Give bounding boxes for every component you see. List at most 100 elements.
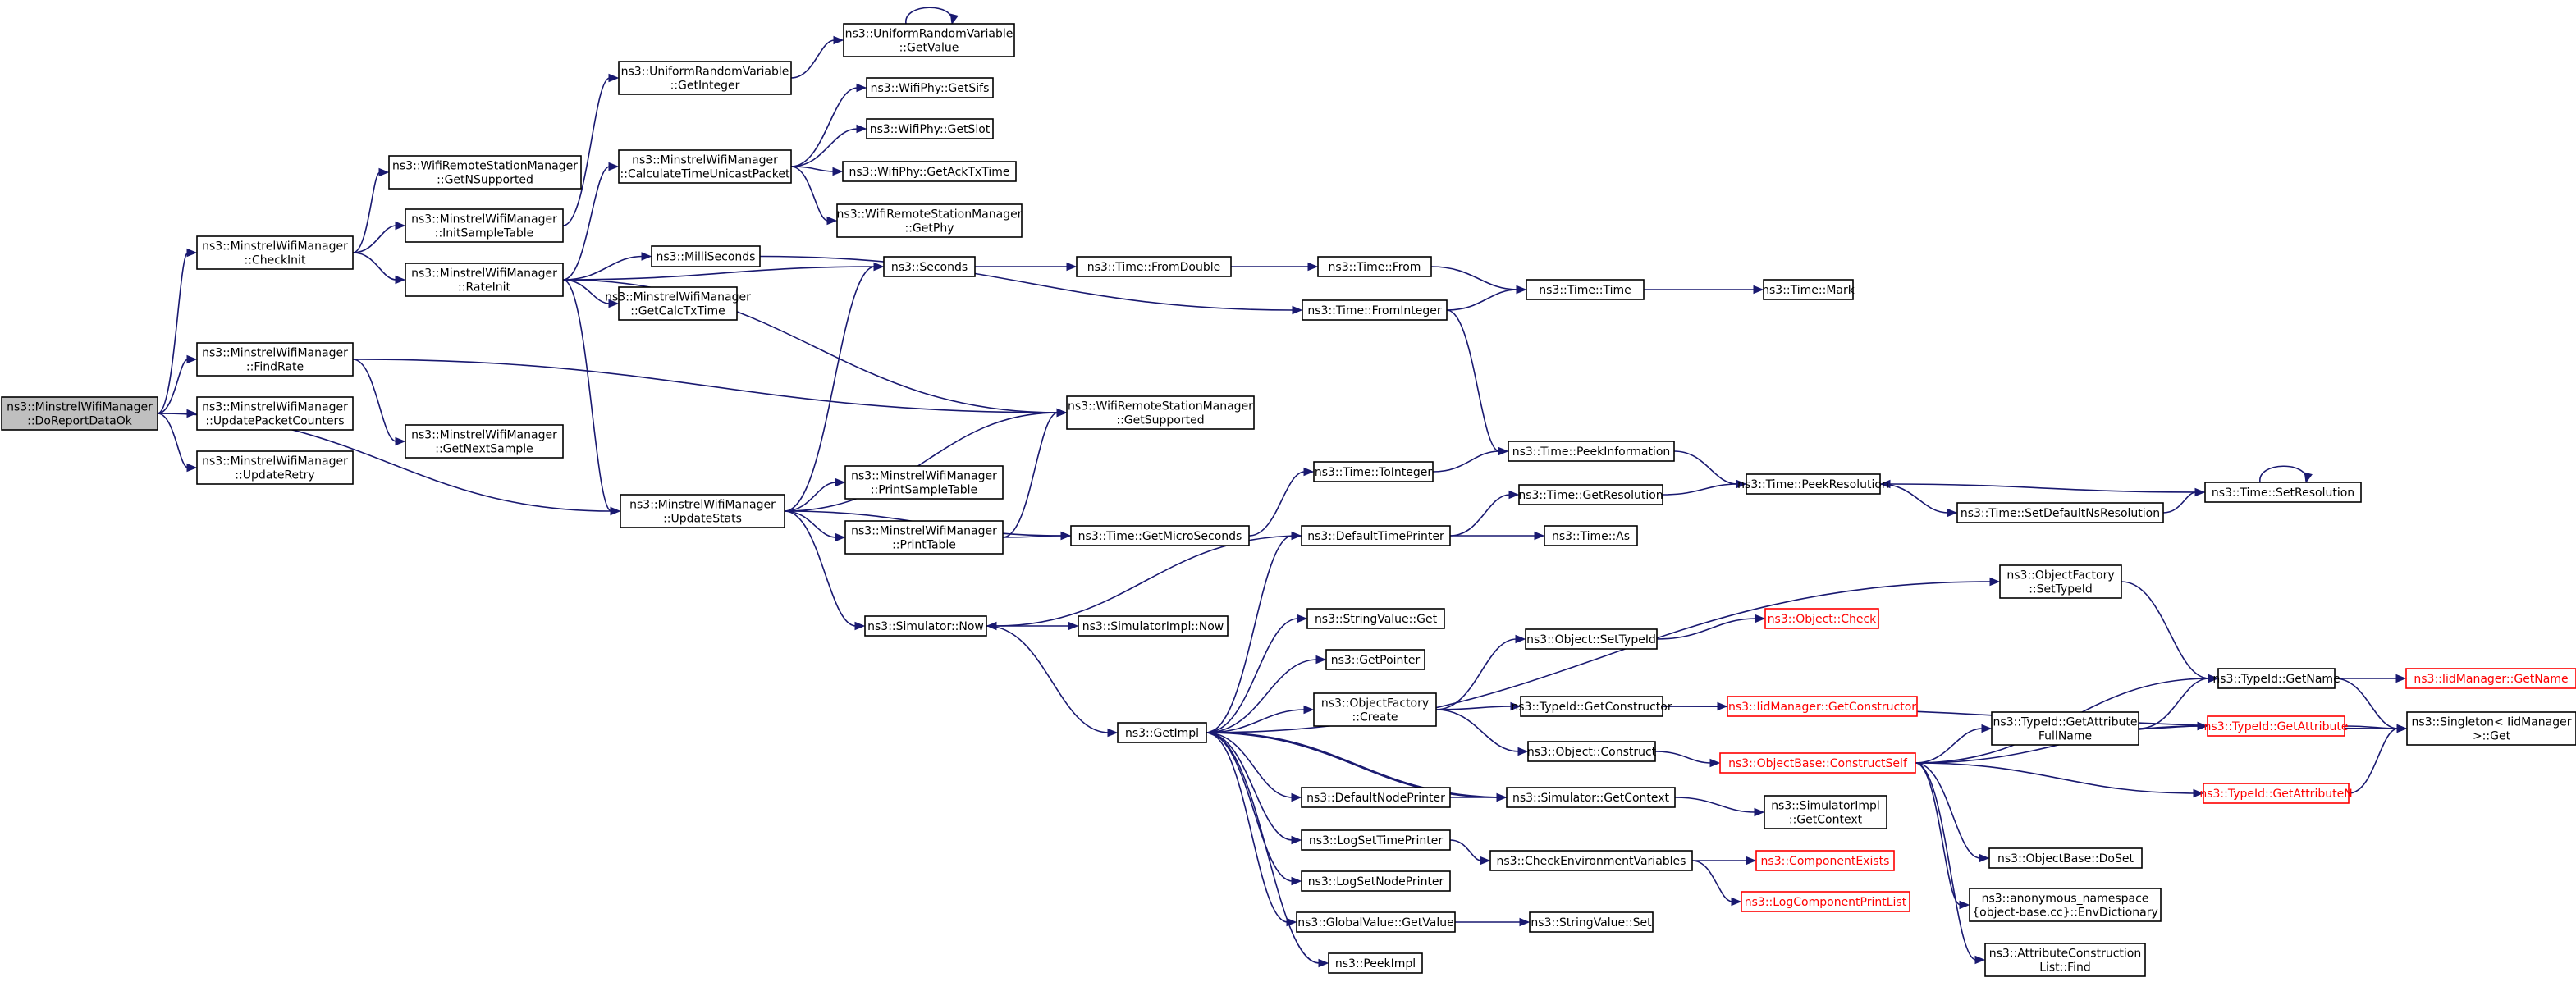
node-as[interactable]: ns3::Time::As [1544,525,1638,546]
node-box [1117,722,1207,743]
node-rateinit[interactable]: ns3::MinstrelWifiManager::RateInit [405,263,564,297]
node-label: ns3::Time::FromDouble [1087,261,1221,274]
node-getphy[interactable]: ns3::WifiRemoteStationManager::GetPhy [836,203,1023,238]
edge-deftimeprint-to-getres [1449,490,1520,537]
node-getslot[interactable]: ns3::WifiPhy::GetSlot [866,118,994,139]
node-from[interactable]: ns3::Time::From [1317,256,1432,277]
node-findrate[interactable]: ns3::MinstrelWifiManager::FindRate [196,342,354,377]
edge-ofcreate-to-tidgetctor [1435,701,1521,711]
node-simimplnow[interactable]: ns3::SimulatorImpl::Now [1078,615,1229,637]
node-seconds[interactable]: ns3::Seconds [883,256,976,277]
node-objconstruct[interactable]: ns3::Object::Construct [1527,741,1657,762]
node-label: ns3::WifiRemoteStationManager [837,208,1023,222]
node-checkenv[interactable]: ns3::CheckEnvironmentVariables [1489,850,1693,871]
node-peekres[interactable]: ns3::Time::PeekResolution [1737,473,1889,495]
node-strvalget[interactable]: ns3::StringValue::Get [1306,608,1445,629]
node-getacktx[interactable]: ns3::WifiPhy::GetAckTxTime [842,161,1017,182]
node-simimplctx[interactable]: ns3::SimulatorImpl::GetContext [1764,795,1887,829]
node-singleton[interactable]: ns3::Singleton< IidManager >::Get [2406,711,2576,746]
node-updstats[interactable]: ns3::MinstrelWifiManager::UpdateStats [620,494,785,528]
node-ofcreate[interactable]: ns3::ObjectFactory::Create [1313,692,1437,727]
edge-seconds-to-fromdouble [974,262,1078,272]
node-root[interactable]: ns3::MinstrelWifiManager::DoReportDataOk [1,396,158,431]
node-urvgetval[interactable]: ns3::UniformRandomVariable::GetValue [843,23,1015,57]
node-millisec[interactable]: ns3::MilliSeconds [651,245,761,267]
node-fromdouble[interactable]: ns3::Time::FromDouble [1076,256,1232,277]
node-tidgetattrn[interactable]: ns3::TypeId::GetAttributeN [2199,783,2353,804]
node-box [2406,711,2576,746]
node-getsup[interactable]: ns3::WifiRemoteStationManager::GetSuppor… [1066,395,1255,430]
node-setdefres[interactable]: ns3::Time::SetDefaultNsResolution [1956,502,2164,523]
node-iidgetctor[interactable]: ns3::IidManager::GetConstructor [1727,696,1918,717]
node-label: ns3::MinstrelWifiManager [605,291,751,304]
node-compexists[interactable]: ns3::ComponentExists [1755,850,1895,871]
node-getimpl[interactable]: ns3::GetImpl [1117,722,1207,743]
node-anonenv[interactable]: ns3::anonymous_namespace{object-base.cc}… [1969,888,2162,922]
node-peekinfo[interactable]: ns3::Time::PeekInformation [1508,441,1675,462]
edge-getimpl-to-defnodeprint [1206,732,1302,802]
node-setres[interactable]: ns3::Time::SetResolution [2204,482,2362,503]
node-strvalset[interactable]: ns3::StringValue::Set [1529,911,1654,933]
node-objcheck[interactable]: ns3::Object::Check [1764,608,1879,629]
edge-checkenv-to-compexists [1692,856,1757,866]
node-printsample[interactable]: ns3::MinstrelWifiManager::PrintSampleTab… [844,465,1004,500]
node-obdoset[interactable]: ns3::ObjectBase::DoSet [1988,847,2143,869]
node-simgetctx[interactable]: ns3::Simulator::GetContext [1506,787,1676,808]
node-getnsup[interactable]: ns3::WifiRemoteStationManager::GetNSuppo… [388,155,582,190]
node-nextsample[interactable]: ns3::MinstrelWifiManager::GetNextSample [405,424,564,459]
node-ofsettype[interactable]: ns3::ObjectFactory::SetTypeId [1999,564,2122,599]
node-logsettime[interactable]: ns3::LogSetTimePrinter [1301,829,1451,851]
edge-urvgetval-to-urvgetval [905,7,959,25]
node-iidgetname[interactable]: ns3::IidManager::GetName [2405,668,2576,689]
node-box [1527,741,1656,762]
node-simnow[interactable]: ns3::Simulator::Now [864,615,987,637]
node-getsifs[interactable]: ns3::WifiPhy::GetSifs [866,77,994,98]
node-box [1526,279,1645,300]
edge-root-to-updretry [157,413,198,473]
node-logsetnode[interactable]: ns3::LogSetNodePrinter [1301,870,1451,892]
node-fromint[interactable]: ns3::Time::FromInteger [1302,299,1448,321]
node-gvgetvalue[interactable]: ns3::GlobalValue::GetValue [1296,911,1456,933]
edge-setres-to-peekres [1879,479,2206,493]
node-label: ns3::Time::SetResolution [2212,486,2354,500]
node-box [388,155,582,190]
node-box [618,61,792,95]
node-time[interactable]: ns3::Time::Time [1526,279,1645,300]
node-printtable[interactable]: ns3::MinstrelWifiManager::PrintTable [844,520,1004,555]
edge-getimpl-to-getpointer [1206,655,1327,733]
node-calctx[interactable]: ns3::MinstrelWifiManager::GetCalcTxTime [605,286,751,321]
node-getmicro[interactable]: ns3::Time::GetMicroSeconds [1070,525,1250,546]
node-label: ns3::Object::Construct [1527,746,1657,759]
node-urvgetint[interactable]: ns3::UniformRandomVariable::GetInteger [618,61,792,95]
node-deftimeprint[interactable]: ns3::DefaultTimePrinter [1301,525,1451,546]
node-updretry[interactable]: ns3::MinstrelWifiManager::UpdateRetry [196,450,354,485]
node-tidgetname[interactable]: ns3::TypeId::GetName [2212,668,2340,689]
node-mark[interactable]: ns3::Time::Mark [1762,279,1855,300]
node-updpkt[interactable]: ns3::MinstrelWifiManager::UpdatePacketCo… [196,396,354,431]
node-toint[interactable]: ns3::Time::ToInteger [1313,461,1434,482]
node-defnodeprint[interactable]: ns3::DefaultNodePrinter [1301,787,1451,808]
node-calctime[interactable]: ns3::MinstrelWifiManager::CalculateTimeU… [618,149,792,184]
node-objsettype[interactable]: ns3::Object::SetTypeId [1525,628,1658,650]
node-box [196,450,354,485]
node-obconstructself[interactable]: ns3::ObjectBase::ConstructSelf [1719,752,1916,774]
edge-tidgetname-to-iidgetname [2335,674,2407,683]
node-label: ns3::LogSetTimePrinter [1309,834,1444,847]
node-checkinit[interactable]: ns3::MinstrelWifiManager::CheckInit [196,235,354,270]
node-peekimpl[interactable]: ns3::PeekImpl [1328,952,1423,974]
node-tidgetattr[interactable]: ns3::TypeId::GetAttribute [2204,715,2349,737]
node-getpointer[interactable]: ns3::GetPointer [1325,649,1425,670]
node-logcompprint[interactable]: ns3::LogComponentPrintList [1741,891,1910,912]
edge-ofsettype-to-tidgetname [2121,581,2219,683]
node-label: ns3::Time::Mark [1762,284,1855,297]
node-initsample[interactable]: ns3::MinstrelWifiManager::InitSampleTabl… [405,208,564,243]
node-label: ns3::Seconds [891,261,968,274]
node-getres[interactable]: ns3::Time::GetResolution [1518,484,1663,505]
edge-getimpl-to-logsetnode [1206,732,1302,886]
node-label: ns3::MinstrelWifiManager [851,470,997,483]
node-tidgetctor[interactable]: ns3::TypeId::GetConstructor [1511,696,1672,717]
edge-root-to-findrate [157,354,198,414]
